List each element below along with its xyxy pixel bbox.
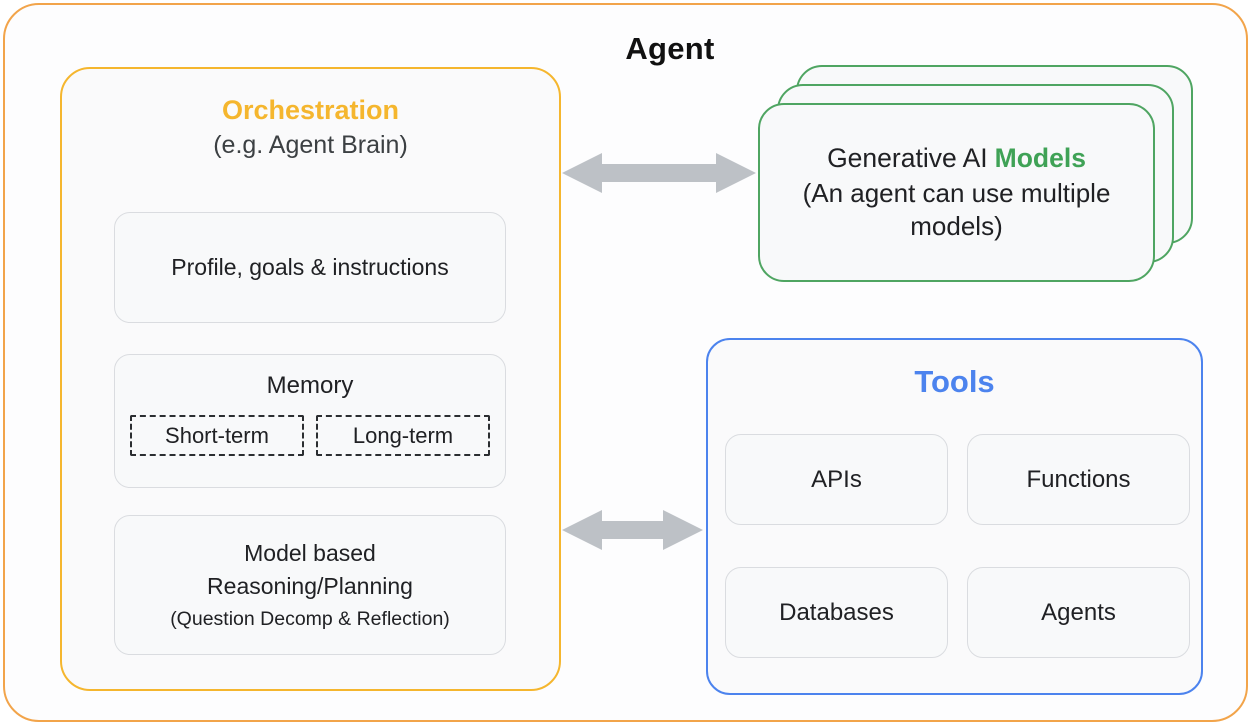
reasoning-line2: Reasoning/Planning xyxy=(207,572,413,599)
profile-goals-instructions-card: Profile, goals & instructions xyxy=(114,212,506,323)
reasoning-planning-card: Model based Reasoning/Planning (Question… xyxy=(114,515,506,655)
diagram-title: Agent xyxy=(625,31,715,66)
agent-container: Agent Orchestration (e.g. Agent Brain) P… xyxy=(3,3,1248,722)
databases-label: Databases xyxy=(779,598,894,626)
tool-card-agents: Agents xyxy=(967,567,1190,658)
apis-label: APIs xyxy=(811,465,862,493)
short-term-label: Short-term xyxy=(165,422,269,448)
orchestration-title: Orchestration xyxy=(221,95,400,125)
profile-card-label: Profile, goals & instructions xyxy=(171,254,449,280)
double-arrow-orchestration-models-icon xyxy=(562,153,756,193)
short-term-memory-box: Short-term xyxy=(130,415,304,456)
long-term-label: Long-term xyxy=(352,422,454,448)
long-term-memory-box: Long-term xyxy=(316,415,490,456)
memory-title: Memory xyxy=(266,372,354,399)
reasoning-line1: Model based xyxy=(244,539,376,566)
tool-card-functions: Functions xyxy=(967,434,1190,525)
reasoning-note: (Question Decomp & Reflection) xyxy=(170,608,450,631)
models-title-highlight: Models xyxy=(994,143,1086,173)
functions-label: Functions xyxy=(1026,465,1131,493)
memory-types-row: Short-term Long-term xyxy=(115,415,505,456)
double-arrow-orchestration-tools-icon xyxy=(562,510,703,550)
memory-card: Memory Short-term Long-term xyxy=(114,354,506,488)
orchestration-subtitle: (e.g. Agent Brain) xyxy=(213,131,408,159)
orchestration-panel: Orchestration (e.g. Agent Brain) Profile… xyxy=(60,67,561,691)
models-subtitle: (An agent can use multiple models) xyxy=(802,178,1111,241)
agents-label: Agents xyxy=(1041,598,1116,626)
tool-card-apis: APIs xyxy=(725,434,948,525)
tools-title: Tools xyxy=(914,364,995,399)
models-title-prefix: Generative AI xyxy=(827,143,988,173)
tool-card-databases: Databases xyxy=(725,567,948,658)
tools-panel: Tools APIs Functions Databases Agents xyxy=(706,338,1203,695)
